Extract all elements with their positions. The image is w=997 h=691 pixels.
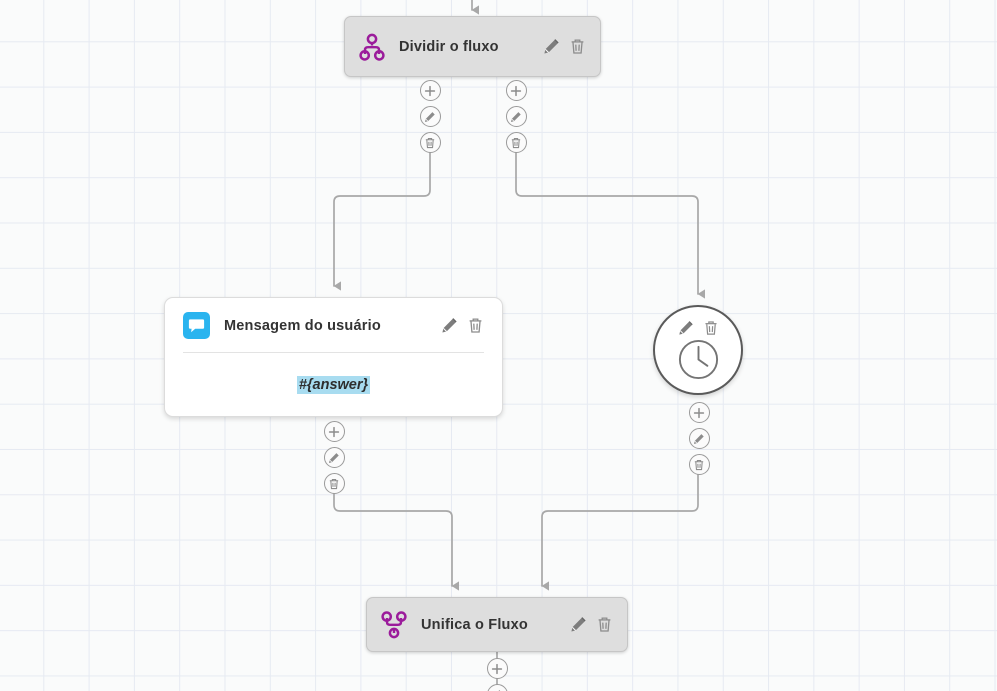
add-node-button[interactable]	[419, 80, 441, 101]
add-node-button[interactable]	[486, 658, 508, 679]
merge-flow-icon	[381, 610, 407, 639]
edit-connection-button[interactable]	[419, 106, 441, 127]
edit-connection-button[interactable]	[688, 428, 710, 449]
node-message-title: Mensagem do usuário	[224, 317, 381, 334]
add-node-icon	[424, 85, 436, 97]
node-user-message[interactable]: Mensagem do usuário	[164, 297, 503, 417]
edit-connection-icon	[328, 452, 340, 464]
delete-connection-button[interactable]	[505, 132, 527, 153]
add-node-icon	[510, 85, 522, 97]
add-node-icon	[491, 663, 503, 675]
chat-bubble-icon	[183, 312, 210, 339]
edge-clock-to-merge	[541, 473, 699, 591]
add-node-button[interactable]	[323, 421, 345, 442]
delete-connection-button[interactable]	[419, 132, 441, 153]
add-node-button[interactable]	[505, 80, 527, 101]
edit-icon[interactable]	[543, 38, 560, 55]
node-merge-flow[interactable]: Unifica o Fluxo	[366, 597, 628, 652]
delete-connection-icon	[693, 459, 705, 471]
edit-connection-icon	[510, 111, 522, 123]
split-flow-icon	[359, 33, 385, 61]
delete-connection-icon	[328, 478, 340, 490]
trash-icon[interactable]	[596, 616, 613, 633]
edit-connection-button[interactable]	[505, 106, 527, 127]
edit-connection-icon	[424, 111, 436, 123]
node-delay[interactable]	[653, 305, 743, 395]
edge-split-to-message	[333, 151, 431, 291]
delete-connection-button[interactable]	[323, 473, 345, 494]
delete-connection-button[interactable]	[688, 454, 710, 475]
node-merge-title: Unifica o Fluxo	[421, 616, 528, 633]
edge-split-to-clock	[515, 151, 705, 299]
node-split-flow[interactable]: Dividir o fluxo	[344, 16, 601, 77]
edit-icon[interactable]	[441, 317, 458, 334]
edit-icon[interactable]	[570, 616, 587, 633]
edit-connection-button[interactable]	[486, 684, 508, 691]
edge-message-to-merge	[333, 492, 459, 591]
trash-icon[interactable]	[467, 317, 484, 334]
add-node-icon	[328, 426, 340, 438]
trash-icon[interactable]	[703, 320, 719, 336]
delete-connection-icon	[510, 137, 522, 149]
message-variable-token[interactable]: #{answer}	[296, 375, 371, 394]
node-split-title: Dividir o fluxo	[399, 38, 499, 55]
add-node-button[interactable]	[688, 402, 710, 423]
trash-icon[interactable]	[569, 38, 586, 55]
edit-icon[interactable]	[678, 320, 694, 336]
edit-connection-button[interactable]	[323, 447, 345, 468]
add-node-icon	[693, 407, 705, 419]
delete-connection-icon	[424, 137, 436, 149]
node-message-divider	[183, 352, 484, 353]
clock-icon	[677, 338, 720, 381]
edit-connection-icon	[693, 433, 705, 445]
